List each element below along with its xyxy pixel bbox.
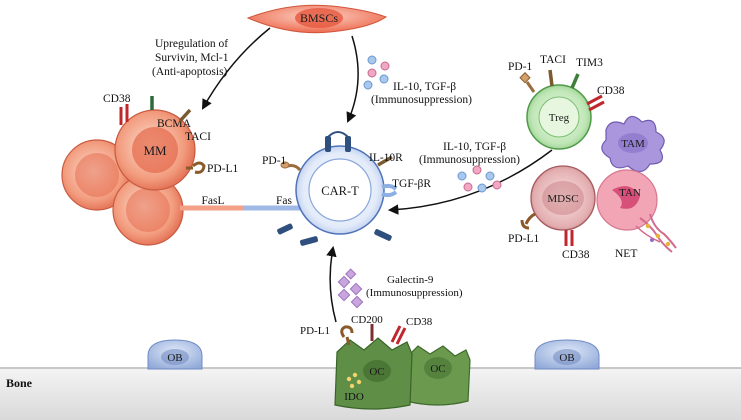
mdsc-label: MDSC <box>547 193 578 205</box>
treg-cytokine-line1: IL-10, TGF-β <box>443 141 506 153</box>
bone-label: Bone <box>6 376 33 390</box>
oc-label-left: OC <box>369 366 384 378</box>
bmsc-cytokine-line1: IL-10, TGF-β <box>393 81 456 93</box>
oc-cd38-receptor-a <box>390 325 402 343</box>
net-label: NET <box>615 248 637 260</box>
osteoclast-group: OC OC IDO PD-L1 CD200 CD38 <box>300 314 471 410</box>
treg-tim3-label: TIM3 <box>576 57 603 69</box>
anti-apoptosis-line2: Survivin, Mcl-1 <box>155 52 229 64</box>
ob-label-right: OB <box>559 352 574 364</box>
mm-cell-cluster: MM CD38 BCMA TACI PD-L1 FasL <box>61 93 244 246</box>
tan-label: TAN <box>619 187 641 199</box>
galectin9-molecules <box>337 268 364 309</box>
anti-apoptosis-line3: (Anti-apoptosis) <box>152 66 228 78</box>
car-receptor-bottom-right <box>374 229 392 241</box>
treg-cell: Treg PD-1 TACI TIM3 CD38 <box>508 54 625 150</box>
galectin9-label-line1: Galectin-9 <box>387 274 434 286</box>
mdsc-cell: MDSC PD-L1 CD38 <box>508 165 596 261</box>
anti-apoptosis-line1: Upregulation of <box>155 38 228 50</box>
mm-taci-receptor <box>178 108 192 123</box>
bmsc-cytokine-line2: (Immunosuppression) <box>371 94 472 106</box>
treg-cd38-label: CD38 <box>597 85 625 97</box>
cart-tgfbr-receptor <box>381 183 398 191</box>
car-receptor-top-right <box>345 136 351 152</box>
car-receptor-top-left <box>325 136 331 152</box>
mm-pdl1-receptor <box>192 161 206 174</box>
tam-cell: TAM <box>601 115 665 173</box>
treg-cd38-receptor-b <box>588 100 605 112</box>
mm-bcma-label: BCMA <box>157 118 192 130</box>
oc-cd38-label: CD38 <box>406 316 433 328</box>
cart-cell: Fas CAR-T PD-1 IL-10R TGF-βR <box>244 131 431 246</box>
osteoblast-left: OB <box>147 339 203 370</box>
cart-tgfbr-label: TGF-βR <box>392 178 431 190</box>
arrow-oc-to-cart <box>326 245 337 323</box>
cart-nucleus <box>308 158 372 222</box>
car-receptor-bottom-center <box>299 236 319 246</box>
treg-pd1-label: PD-1 <box>508 61 533 73</box>
tam-label: TAM <box>621 138 645 150</box>
treg-cd38-receptor-a <box>586 94 603 106</box>
arrow-bmsc-to-cart <box>346 35 359 123</box>
arrow-bmsc-to-mm <box>201 27 271 110</box>
treg-label: Treg <box>549 112 570 124</box>
car-receptor-bottom-left <box>277 223 293 235</box>
mdsc-cd38-label: CD38 <box>562 249 590 261</box>
cart-il10r-label: IL-10R <box>369 152 403 164</box>
oc-label-right: OC <box>430 363 445 375</box>
cart-pd1-label: PD-1 <box>262 155 287 167</box>
arrow-treg-to-cart <box>387 149 553 215</box>
treg-tim3-receptor <box>570 73 580 89</box>
treg-taci-receptor <box>548 69 554 87</box>
ido-label: IDO <box>344 391 364 403</box>
oc-pdl1-label: PD-L1 <box>300 325 330 337</box>
mm-fasl-label: FasL <box>202 195 225 207</box>
oc-pdl1-receptor <box>340 325 354 338</box>
tan-cell: TAN NET <box>596 169 677 260</box>
net-strand-b <box>649 213 677 249</box>
cart-fas-label: Fas <box>276 195 293 207</box>
cart-pd1-receptor <box>287 164 302 172</box>
osteoblast-right: OB <box>534 339 600 370</box>
ob-label-left: OB <box>167 352 182 364</box>
bmsc-cell: BMSCs <box>246 4 388 34</box>
cytokine-molecules-treg <box>457 165 502 193</box>
mm-pdl1-label: PD-L1 <box>207 163 239 175</box>
net-strand-a <box>639 217 673 253</box>
treg-cytokine-line2: (Immunosuppression) <box>419 154 520 166</box>
mdsc-pdl1-label: PD-L1 <box>508 233 540 245</box>
treg-taci-label: TACI <box>540 54 566 66</box>
mm-cd38-label: CD38 <box>103 93 131 105</box>
oc-cd38-receptor-b <box>395 327 407 345</box>
cytokine-molecules-bmsc <box>363 55 390 90</box>
cart-label: CAR-T <box>321 184 359 198</box>
treg-pd1-receptor <box>525 81 536 93</box>
bmsc-label: BMSCs <box>300 11 338 25</box>
cart-il10r-receptor <box>377 155 393 167</box>
galectin9-label-line2: (Immunosuppression) <box>366 287 463 299</box>
mm-taci-label: TACI <box>185 131 211 143</box>
oc-cd200-label: CD200 <box>351 314 383 326</box>
mdsc-pdl1-receptor <box>524 212 536 225</box>
mm-label: MM <box>143 143 167 158</box>
